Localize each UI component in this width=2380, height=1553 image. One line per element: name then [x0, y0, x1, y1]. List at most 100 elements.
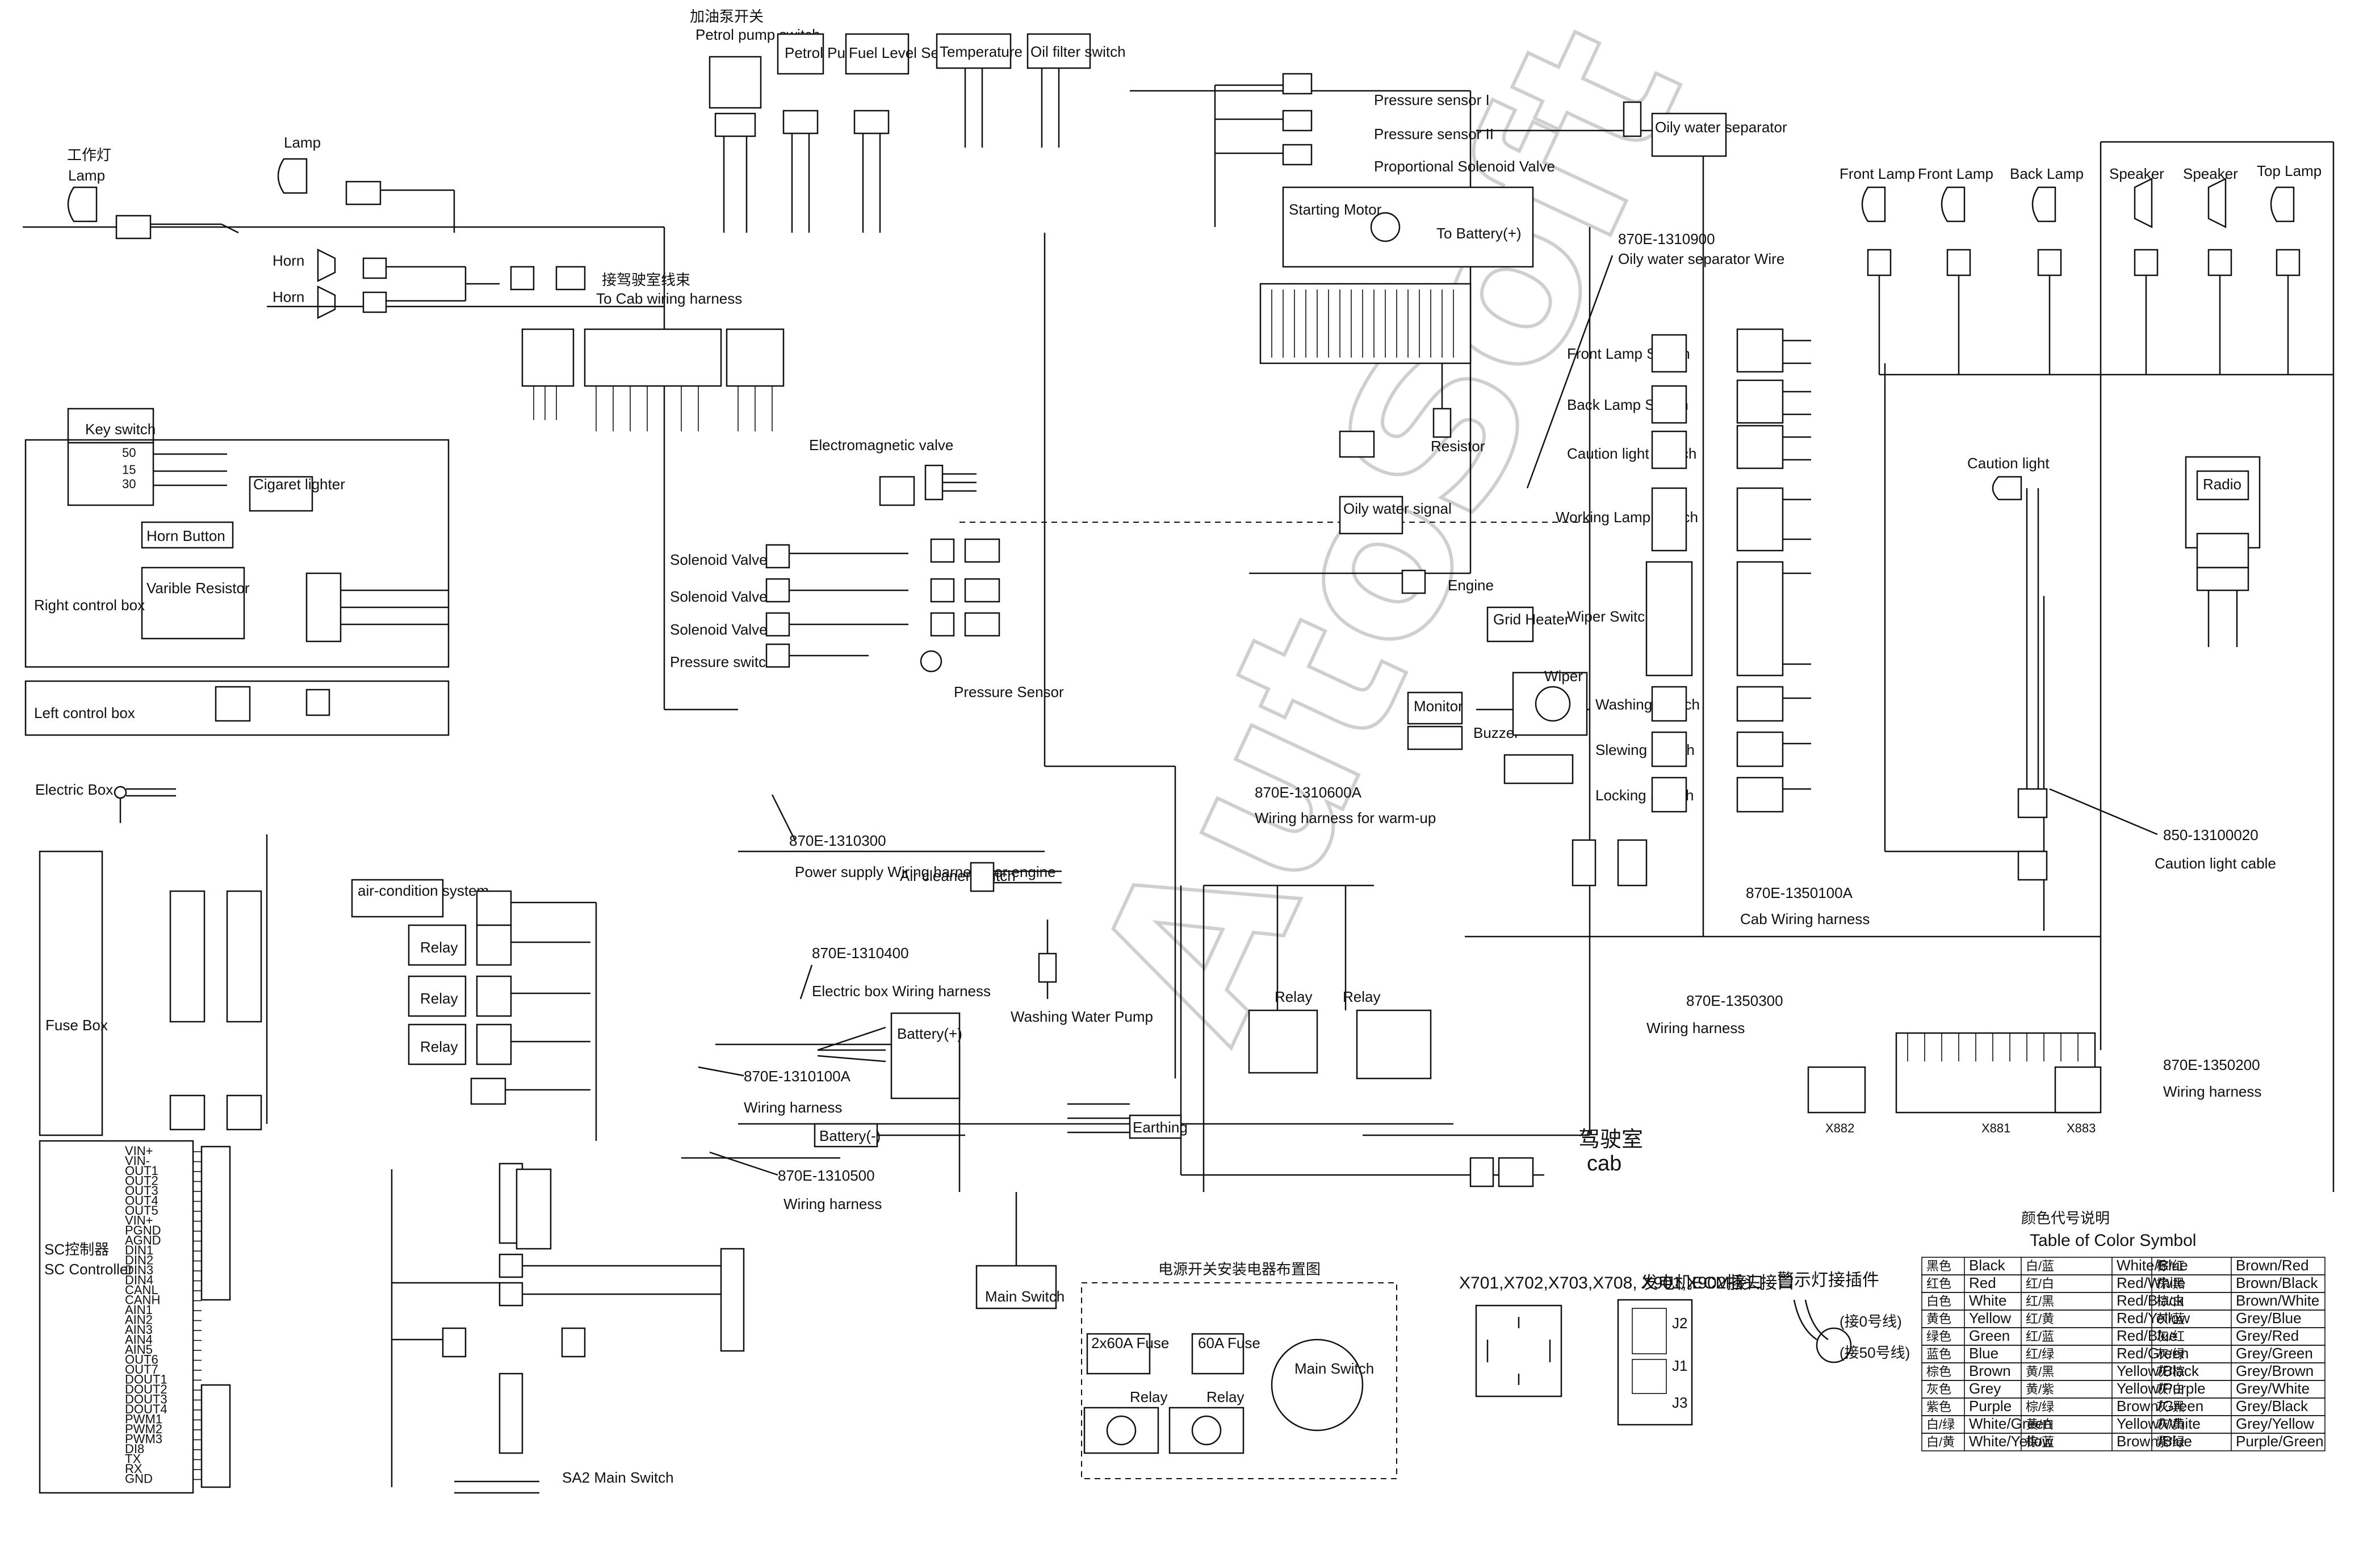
color-table-cell: 蓝色 [1926, 1347, 1951, 1361]
color-table-cell: Brown/Black [2236, 1274, 2318, 1291]
color-table-cell: 绿色 [1926, 1329, 1951, 1344]
sc-pin-label: OUT6 [125, 1353, 158, 1367]
color-table-cell: 灰/黄 [2156, 1417, 2185, 1432]
sc-pin-label: OUT7 [125, 1362, 158, 1376]
color-table-cell: Red/Blue [2117, 1327, 2177, 1344]
wiring-harness-500-label: Wiring harness [783, 1195, 882, 1212]
sc-pin-label: GND [125, 1472, 153, 1486]
electromagnetic-valve-label: Electromagnetic valve [809, 436, 953, 454]
sc-pin-label: AIN4 [125, 1333, 153, 1347]
sc-pin-label: DOUT4 [125, 1402, 167, 1416]
grid-heater-label: Grid Heater [1493, 611, 1570, 628]
wiper-label: Wiper [1544, 668, 1583, 685]
engine-label: Engine [1448, 577, 1494, 594]
color-table-cell: Red/Black [2117, 1292, 2184, 1309]
solenoid-valve-2-label: Solenoid Valve [670, 588, 768, 605]
color-table-cell: 黄/紫 [2026, 1382, 2054, 1396]
to-battery-label: To Battery(+) [1436, 225, 1522, 242]
warmup-code: 870E-1310600A [1255, 784, 1362, 801]
fuse-60a-1-label: 2x60A Fuse [1091, 1334, 1169, 1351]
color-table-cell: 红/白 [2026, 1277, 2054, 1291]
air-condition-label: air-condition system [358, 882, 489, 899]
color-table-title: Table of Color Symbol [2030, 1231, 2196, 1250]
harness-1350200-code: 870E-1350200 [2163, 1056, 2260, 1073]
color-table-cell: 黑色 [1926, 1259, 1951, 1273]
electric-box-label: Electric Box [35, 781, 113, 798]
color-table-cell: Grey/Brown [2236, 1362, 2314, 1379]
caution-connector: 警示灯接插件 (接0号线) (接50号线) [1777, 1271, 1910, 1363]
main-switch: Main Switch SA2 Main Switch [454, 1192, 1065, 1494]
oily-water-wire: 870E-1310900 Oily water separator Wire [1526, 230, 1784, 489]
main-switch-layout-cn: 电源开关安装电器布置图 [1158, 1261, 1321, 1278]
j2-label: J2 [1672, 1315, 1687, 1332]
color-table-cell: 灰/黑 [2156, 1400, 2185, 1414]
speaker1-label: Speaker [2109, 165, 2164, 182]
lamp-upper-label: Lamp [284, 134, 321, 151]
color-table-cell: Grey/Red [2236, 1327, 2299, 1344]
color-table-cell: Brown/Red [2236, 1257, 2309, 1274]
lamp-left-cn: 工作灯 [67, 146, 111, 163]
varible-resistor-label: Varible Resistor [146, 580, 250, 597]
color-table-cell: White/Green [1969, 1415, 2052, 1432]
ecm-connector: Resistor [1259, 283, 1485, 455]
bus-lines [23, 90, 2335, 1192]
right-control-box: Cigaret lighter Horn Button Varible Resi… [24, 439, 450, 668]
sc-pin-label: DIN1 [125, 1243, 153, 1257]
color-table-cell: White [1969, 1292, 2006, 1309]
oily-water-signal: Oily water signal Engine Grid Heater [1339, 430, 1570, 643]
sc-pin-label: DOUT1 [125, 1372, 167, 1387]
color-table-cell: 黄色 [1926, 1312, 1951, 1326]
oily-water-wire-label: Oily water separator Wire [1618, 250, 1784, 267]
earthing-label: Earthing [1133, 1119, 1188, 1136]
relay2-label: Relay [420, 990, 458, 1007]
color-table-cell: Grey/Green [2236, 1345, 2313, 1362]
fuse-60a-2-label: 60A Fuse [1198, 1334, 1260, 1351]
sc-pin-label: PWM2 [125, 1422, 162, 1436]
color-table-cell: 黄/白 [2026, 1417, 2054, 1432]
harness-callouts: 870E-1310300 Power supply Wiring harness… [698, 794, 1056, 1212]
color-table-cell: 红/黄 [2026, 1312, 2054, 1326]
air-cleaner-label: Air cleaner switch [900, 867, 1016, 884]
color-table-cell: Red [1969, 1274, 1996, 1291]
sc-pin-label: PWM1 [125, 1412, 162, 1426]
washing-water-pump: Washing Water Pump [1011, 920, 1153, 1025]
sc-pin-label: VIN+ [125, 1214, 153, 1228]
cab-harness-label: Cab Wiring harness [1740, 910, 1870, 927]
color-table-cell: Green [1969, 1327, 2010, 1344]
electric-box-harness-code: 870E-1310400 [812, 945, 909, 962]
monitor-label: Monitor [1414, 698, 1463, 715]
sc-pin-label: OUT5 [125, 1203, 158, 1218]
x882-label: X882 [1825, 1121, 1854, 1135]
key-switch: Key switch 50 15 30 [67, 408, 227, 506]
sc-pin-label: PWM3 [125, 1432, 162, 1446]
ecm-port: 发电机ECM接口 J2 J1 J3 [1617, 1274, 1764, 1426]
caution-connector-cn: 警示灯接插件 [1777, 1271, 1879, 1290]
x881-label: X881 [1981, 1121, 2010, 1135]
fuse-box: Fuse Box [39, 850, 262, 1136]
relay-warm1-label: Relay [1275, 988, 1312, 1005]
x883-label: X883 [2067, 1121, 2096, 1135]
color-table-cell: 棕色 [1926, 1365, 1951, 1379]
color-table-cell: White/Blue [2117, 1257, 2188, 1274]
x-connector-note: X701,X702,X703,X708, X901,X902插头接口 [1459, 1274, 1794, 1397]
petrol-pump-switch: 加油泵开关 Petrol pump switch [690, 8, 820, 233]
resistor-label: Resistor [1431, 438, 1485, 455]
color-table-cell: Purple/Green [2236, 1433, 2324, 1450]
color-table-cell: 灰/白 [2156, 1382, 2185, 1396]
air-condition-system: air-condition system [351, 879, 597, 1141]
color-table-cell: Brown/Green [2117, 1397, 2203, 1415]
to-cab-harness: 接驾驶室线束 To Cab wiring harness [521, 271, 785, 431]
oil-filter-switch: Oil filter switch [1026, 33, 1126, 148]
key-switch-label: Key switch [85, 421, 156, 438]
wiring-harness-500-code: 870E-1310500 [778, 1167, 875, 1184]
color-table-cell: 棕/绿 [2026, 1400, 2054, 1414]
work-lamp-upper: Lamp [277, 134, 455, 233]
cab-harness-code: 870E-1350100A [1746, 884, 1853, 901]
color-table-cell: 棕/红 [2156, 1259, 2185, 1273]
j3-label: J3 [1672, 1394, 1687, 1411]
sc-pin-label: OUT4 [125, 1194, 158, 1208]
relay3-label: Relay [420, 1038, 458, 1055]
to-cab-harness-label: To Cab wiring harness [596, 290, 742, 307]
color-table-cell: Yellow/Black [2117, 1362, 2199, 1379]
starting-motor-label: Starting Motor [1289, 201, 1382, 218]
